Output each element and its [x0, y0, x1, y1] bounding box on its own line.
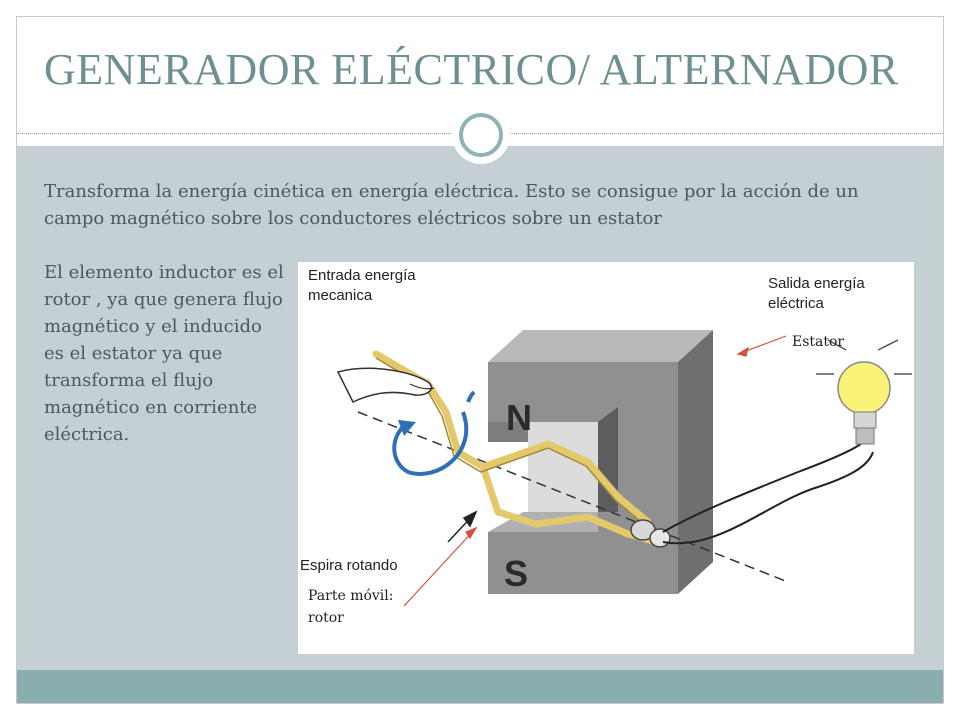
rotor-annotation-line1: Parte móvil: [308, 588, 393, 604]
rotation-arrow-icon [392, 390, 476, 476]
side-paragraph: El elemento inductor es el rotor , ya qu… [44, 262, 284, 445]
input-energy-label-line2: mecanica [308, 287, 373, 304]
output-energy-label-line2: eléctrica [768, 295, 825, 312]
stator-annotation: Estator [792, 334, 844, 350]
slide-frame [16, 16, 944, 704]
slide-title: GENERADOR ELÉCTRICO/ ALTERNADOR [44, 45, 899, 94]
magnet-stator [488, 330, 713, 594]
footer-bar [17, 670, 943, 703]
north-pole-label: N [506, 397, 532, 438]
divider-circle-ring [459, 113, 503, 157]
rotation-axis [357, 411, 789, 583]
generator-diagram: N S [298, 262, 914, 654]
output-wires [662, 441, 874, 545]
light-bulb-icon [816, 339, 912, 445]
output-energy-label-line1: Salida energía [768, 275, 865, 292]
input-energy-label-line1: Entrada energía [308, 267, 416, 284]
coil-label: Espira rotando [300, 557, 398, 574]
intro-paragraph: Transforma la energía cinética en energí… [44, 181, 859, 229]
coil-pointer-arrow [447, 510, 478, 543]
rotor-annotation-line2: rotor [308, 610, 344, 626]
rotor-annotation-arrow [403, 526, 478, 607]
south-pole-label: S [504, 553, 528, 594]
hand-crank-icon [336, 367, 435, 403]
coil-outline [375, 357, 647, 527]
stator-annotation-arrow [736, 335, 787, 357]
